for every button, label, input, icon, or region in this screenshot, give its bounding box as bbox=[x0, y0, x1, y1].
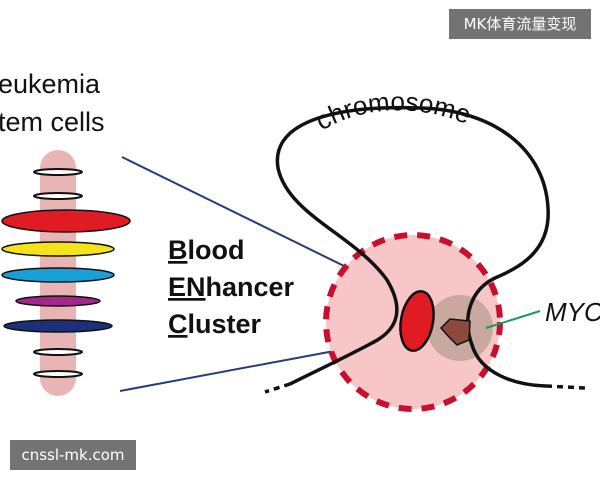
enhancer-oval bbox=[399, 290, 435, 352]
leukemia-label-line2: tem cells bbox=[0, 107, 105, 137]
chromosome-label-path: chromosome bbox=[310, 86, 475, 136]
chromosome-column bbox=[1, 150, 131, 396]
myc-label: MYC bbox=[545, 297, 600, 327]
bec-label: Blood ENhancer Cluster bbox=[168, 235, 295, 339]
enhancer-initial: EN bbox=[168, 272, 206, 302]
watermark-bottom-left: cnssl-mk.com bbox=[10, 440, 136, 470]
chromosome-loop bbox=[275, 105, 550, 388]
black-band bbox=[33, 168, 83, 176]
blood-rest: lood bbox=[188, 235, 245, 265]
chromosome-label: chromosome bbox=[310, 86, 475, 136]
yellow-band bbox=[1, 241, 115, 257]
blood-initial: B bbox=[168, 235, 188, 265]
bec-line-enhancer: ENhancer bbox=[168, 272, 295, 302]
myc-pointer-line bbox=[485, 310, 541, 329]
black-band bbox=[33, 192, 83, 200]
cyan-band bbox=[1, 267, 115, 283]
red-band bbox=[1, 209, 131, 233]
navy-band bbox=[3, 319, 113, 333]
bec-line-blood: Blood bbox=[168, 235, 244, 265]
watermark-top-right: MK体育流量变现 bbox=[449, 9, 591, 39]
cluster-initial: C bbox=[168, 309, 188, 339]
leukemia-label-line1: eukemia bbox=[0, 69, 101, 99]
chromosome-dashed-left bbox=[264, 382, 291, 394]
cluster-rest: luster bbox=[188, 309, 262, 339]
bec-line-cluster: Cluster bbox=[168, 309, 262, 339]
myc-gene-arrow bbox=[439, 318, 471, 346]
black-band bbox=[33, 370, 83, 378]
black-band bbox=[33, 348, 83, 356]
enhancer-rest: hancer bbox=[206, 272, 295, 302]
magenta-band bbox=[15, 295, 101, 307]
chromosome-dashed-right bbox=[545, 384, 586, 390]
